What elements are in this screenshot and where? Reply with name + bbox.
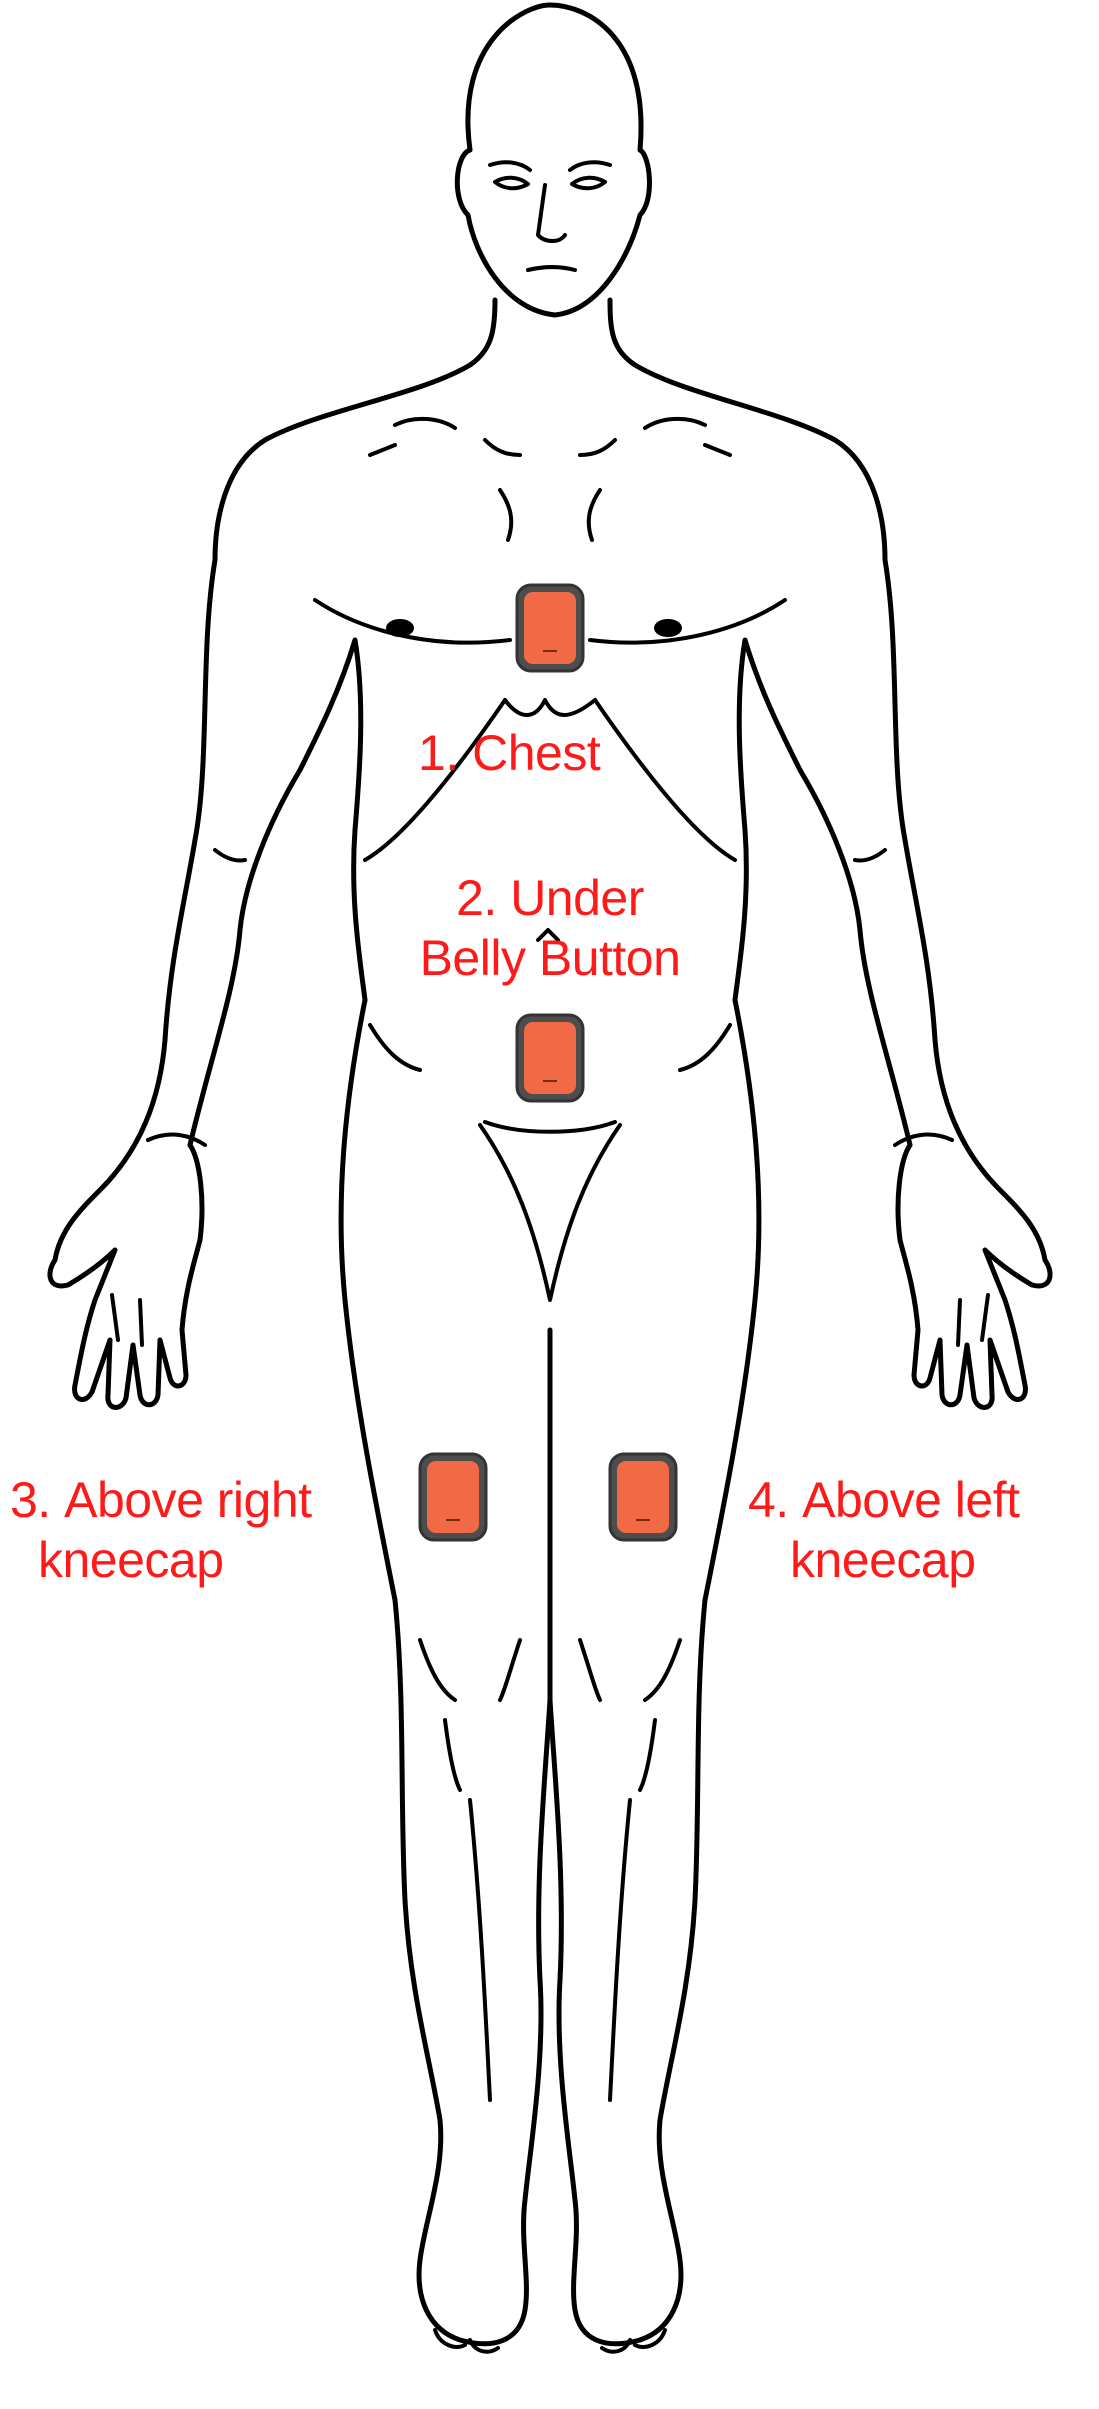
site-label-under-belly-button: 2. Under Belly Button [419,870,681,986]
human-figure [47,2,1053,2354]
site-label-chest: 1. Chest [418,725,601,781]
site-label-above-right-kneecap: 3. Above right kneecap [10,1472,312,1588]
sensor-patch-icon [515,583,585,673]
sensor-patch-icon [418,1452,488,1542]
site-label-above-left-kneecap: 4. Above left kneecap [748,1472,1020,1588]
sensor-patch-icon [515,1013,585,1103]
sensor-patch-icon [608,1452,678,1542]
